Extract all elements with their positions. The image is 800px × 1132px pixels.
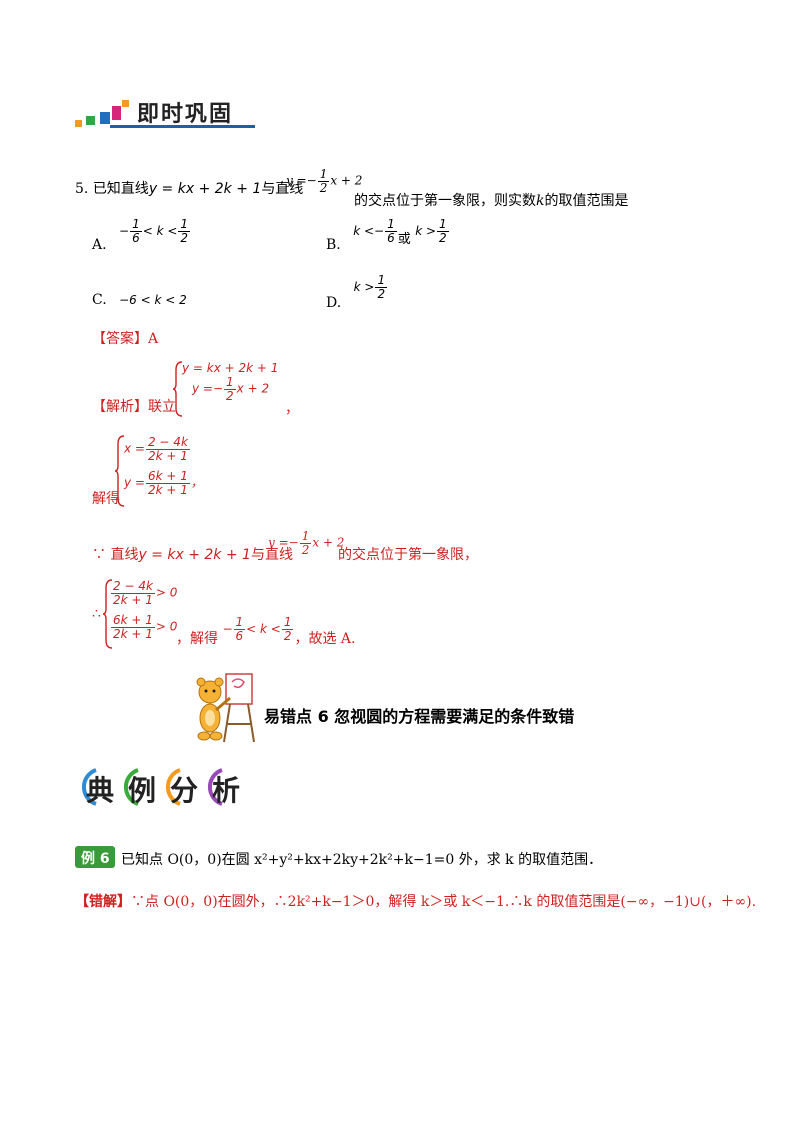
question-number: 5. [75,181,89,197]
equation-1: y = kx + 2k + 1 [148,181,262,197]
section-title: 易错点 6 忽视圆的方程需要满足的条件致错 [264,707,575,726]
bear-painter-icon [196,673,255,743]
example-badge: 例 6 [75,846,115,868]
example-text: 已知点 O(0，0)在圆 x²+y²+kx+2ky+2k²+k−1=0 外，求 … [121,852,603,868]
analysis-label: 【解析】联立 [92,399,176,415]
system-1-tail: ， [285,401,299,417]
because-tail: 的交点位于第一象限， [338,547,478,563]
banner-char: 典 [86,774,115,807]
header-squares-icon [75,100,255,128]
banner-char: 分 [170,774,199,807]
question-5-line: 5. 已知直线y = kx + 2k + 1与直线 [75,178,303,198]
banner-arcs-icon [81,768,223,806]
wrong-solution: 【错解】∵点 O(0，0)在圆外，∴2k²+k−1＞0，解得 k＞或 k＜−1.… [75,894,757,910]
solve-label: 解得 [92,491,120,507]
brace-icon [102,579,113,649]
header-title: 即时巩固 [137,102,234,127]
example-badge-label: 例 6 [81,851,110,867]
question-5-tail: 的交点位于第一象限，则实数k的取值范围是 [354,193,629,209]
therefore-symbol: ∴ [92,606,101,622]
system-1-line-1: y = kx + 2k + 1 [182,361,279,375]
example-analysis-banner: 典 例 分 析 [76,766,256,807]
question-text: 已知直线 [92,181,149,197]
answer-line: 【答案】A [92,331,159,347]
header-banner: 即时巩固 [75,98,255,132]
question-text: 与直线 [261,181,304,197]
brace-icon [114,435,125,507]
banner-char: 析 [212,774,241,807]
option-c: C. −6 < k < 2 [92,292,187,308]
because-line: ∵ 直线y = kx + 2k + 1与直线 [92,547,293,563]
banner-char: 例 [128,774,157,807]
brace-icon [172,361,183,417]
